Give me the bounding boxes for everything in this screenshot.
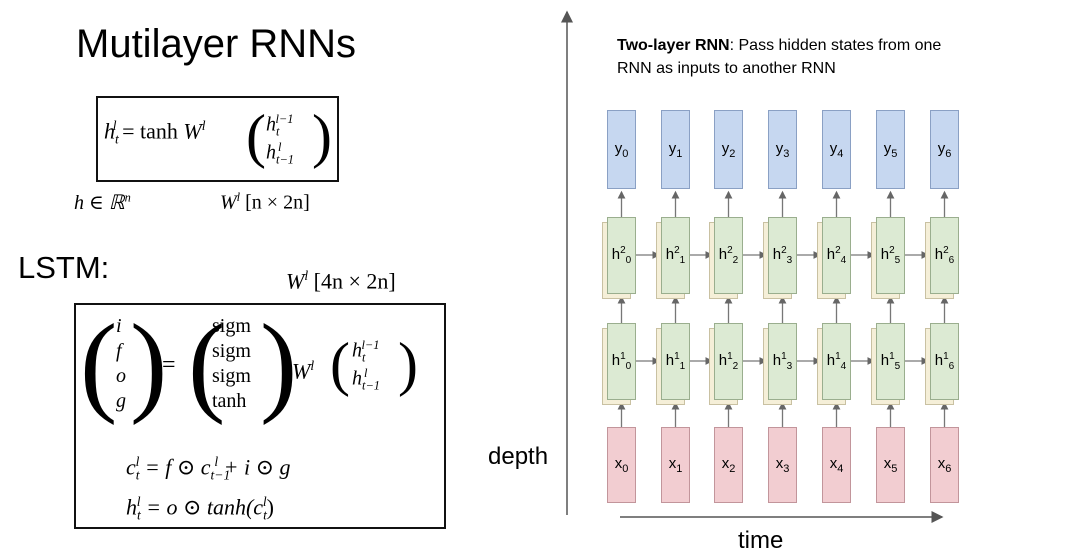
hidden-node-h1-5: h15 <box>876 323 905 400</box>
rnn-formula-box <box>96 96 339 182</box>
hidden-node-h2-1: h21 <box>661 217 690 294</box>
input-node-5: x5 <box>876 427 905 503</box>
hidden-dim-text: h ∈ ℝn <box>74 190 131 214</box>
lstm-act-paren-open: ( <box>188 302 226 426</box>
lstm-label: LSTM: <box>18 250 110 285</box>
output-node-6: y6 <box>930 110 959 189</box>
hidden-node-h1-6: h16 <box>930 323 959 400</box>
depth-axis-label: depth <box>488 443 549 470</box>
rnn-formula: htl = tanh Wl <box>104 118 206 147</box>
hidden-node-h1-2: h12 <box>714 323 743 400</box>
lstm-input-bottom: ht−1l <box>352 366 380 393</box>
lstm-input-paren-close: ) <box>398 331 418 397</box>
lstm-gates-paren-close: ) <box>130 302 168 426</box>
input-node-4: x4 <box>822 427 851 503</box>
hidden-node-h1-3: h13 <box>768 323 797 400</box>
hidden-node-h2-3: h23 <box>768 217 797 294</box>
weight-dim-text: Wl [n × 2n] <box>220 190 310 214</box>
output-node-2: y2 <box>714 110 743 189</box>
rnn-formula-vector-top: htl−1 <box>266 112 294 139</box>
time-axis-label: time <box>738 527 784 554</box>
output-node-4: y4 <box>822 110 851 189</box>
lstm-input-paren-open: ( <box>330 331 350 397</box>
cell-state-equation: ctl = f ⊙ ct−1l + i ⊙ g <box>126 454 291 483</box>
input-node-6: x6 <box>930 427 959 503</box>
hidden-node-h1-1: h11 <box>661 323 690 400</box>
output-node-5: y5 <box>876 110 905 189</box>
output-node-1: y1 <box>661 110 690 189</box>
input-node-0: x0 <box>607 427 636 503</box>
hidden-node-h1-0: h10 <box>607 323 636 400</box>
hidden-node-h2-4: h24 <box>822 217 851 294</box>
hidden-state-equation: htl = o ⊙ tanh(ctl) <box>126 494 274 523</box>
rnn-formula-vector: ( <box>246 103 266 169</box>
hidden-node-h2-5: h25 <box>876 217 905 294</box>
lstm-weight-dim: Wl [4n × 2n] <box>286 268 396 294</box>
rnn-formula-vector-close: ) <box>312 103 332 169</box>
lstm-gates-paren-open: ( <box>80 302 118 426</box>
lstm-weight: Wl <box>292 358 315 384</box>
lstm-formula-box <box>74 303 446 529</box>
input-node-2: x2 <box>714 427 743 503</box>
lstm-act-paren-close: ) <box>260 302 298 426</box>
hidden-node-h2-6: h26 <box>930 217 959 294</box>
diagram-title: Two-layer RNN: Pass hidden states from o… <box>617 37 942 77</box>
lstm-input-top: htl−1 <box>352 338 380 365</box>
input-node-3: x3 <box>768 427 797 503</box>
hidden-node-h2-0: h20 <box>607 217 636 294</box>
lstm-equals: = <box>162 352 176 378</box>
hidden-node-h1-4: h14 <box>822 323 851 400</box>
rnn-formula-vector-bottom: ht−1l <box>266 140 294 167</box>
output-node-3: y3 <box>768 110 797 189</box>
output-node-0: y0 <box>607 110 636 189</box>
slide-title: Mutilayer RNNs <box>76 22 357 66</box>
input-node-1: x1 <box>661 427 690 503</box>
hidden-node-h2-2: h22 <box>714 217 743 294</box>
